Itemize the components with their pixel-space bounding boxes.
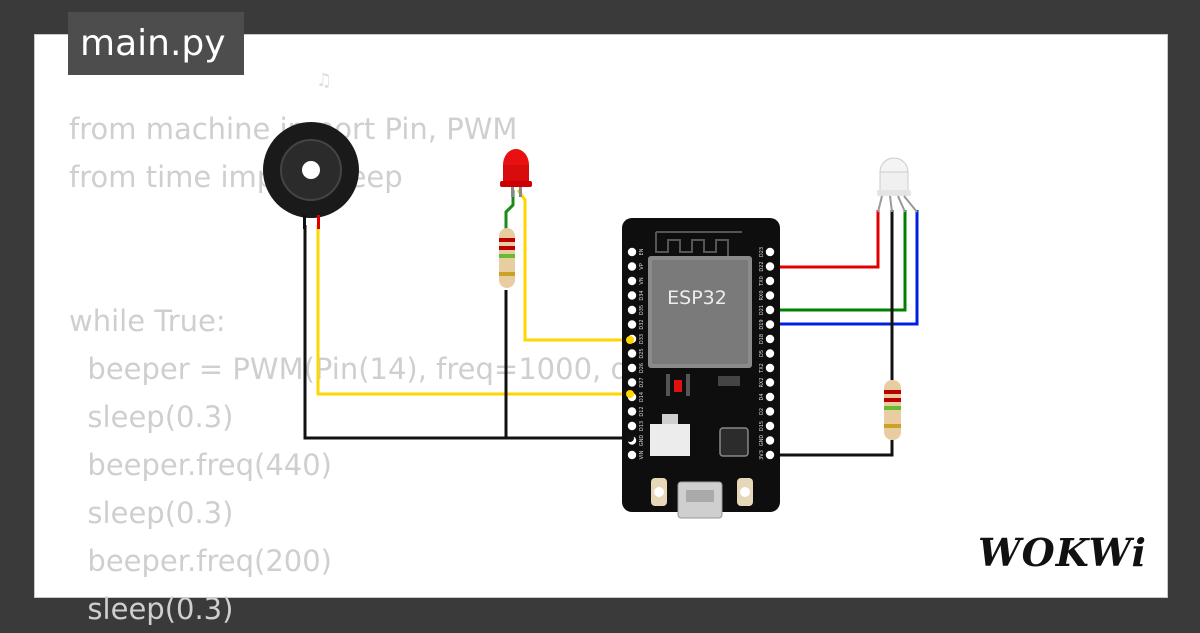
chip-label: ESP32	[667, 287, 727, 309]
pin-label: D33	[639, 334, 645, 344]
file-tab-main[interactable]: main.py	[68, 12, 244, 75]
rgb-resistor[interactable]	[884, 380, 901, 440]
pin-label: 3V3	[759, 450, 765, 460]
wire-led-signal	[516, 189, 630, 342]
pin-label: D23	[759, 247, 765, 257]
led-resistor[interactable]	[499, 228, 515, 288]
pin-hole[interactable]	[627, 320, 637, 329]
pin-label: D27	[639, 377, 645, 387]
pin-label: D4	[759, 393, 765, 400]
pin-label: D25	[639, 348, 645, 358]
pin-hole[interactable]	[627, 450, 637, 460]
pin-hole[interactable]	[765, 436, 775, 445]
wire-buzzer-signal	[316, 225, 630, 396]
pin-label: D18	[759, 334, 765, 344]
pin-hole[interactable]	[765, 305, 775, 315]
pin-hole[interactable]	[765, 247, 775, 257]
pin-hole[interactable]	[627, 305, 637, 315]
wire-rgb-red	[770, 210, 880, 269]
music-note-icon: ♫	[316, 70, 332, 91]
pin-hole[interactable]	[765, 407, 775, 416]
code-line: sleep(0.3)	[69, 496, 234, 530]
voltage-regulator	[650, 424, 690, 456]
pin-label: GND	[759, 435, 765, 447]
pin-hole[interactable]	[627, 262, 637, 271]
wire-led-leg	[504, 190, 515, 232]
pin-hole[interactable]	[765, 363, 775, 373]
pin-label: D21	[759, 305, 765, 315]
esp32-module	[648, 256, 752, 368]
red-led[interactable]	[500, 149, 532, 197]
pin-hole[interactable]	[765, 291, 775, 300]
pin-label: RX2	[759, 377, 765, 387]
pin-label: TX0	[759, 276, 765, 287]
pin-hole[interactable]	[627, 378, 637, 387]
code-line: sleep(0.3)	[69, 400, 234, 434]
pin-hole[interactable]	[765, 392, 775, 402]
pin-label: D32	[639, 319, 645, 329]
pin-hole[interactable]	[765, 334, 775, 344]
pin-label: D26	[639, 363, 645, 373]
wire-rgb-blue	[770, 210, 919, 326]
pin-hole[interactable]	[627, 349, 637, 358]
pin-hole[interactable]	[627, 291, 637, 300]
pin-hole[interactable]	[765, 421, 775, 431]
power-led	[674, 380, 682, 392]
pin-label: D5	[759, 350, 765, 357]
code-line: beeper.freq(440)	[69, 448, 332, 482]
esp32-board[interactable]: ESP32 ENVPVND34D35D32D33D25D26D27D14D12D…	[622, 218, 780, 519]
pin-label: VP	[639, 263, 645, 269]
pin-label: D19	[759, 319, 765, 329]
pin-label: D13	[639, 421, 645, 431]
wokwi-logo: WOKWi	[978, 530, 1147, 575]
pin-hole[interactable]	[765, 262, 775, 271]
pin-hole[interactable]	[765, 378, 775, 387]
wires	[303, 189, 919, 457]
pin-label: GND	[639, 435, 645, 447]
wire-rgb-gnd	[770, 440, 894, 457]
buzzer[interactable]	[263, 122, 359, 229]
pin-label: D14	[639, 392, 645, 402]
wire-buzzer-gnd	[303, 225, 630, 440]
pin-hole[interactable]	[765, 349, 775, 358]
pin-hole[interactable]	[627, 421, 637, 431]
pin-label: D2	[759, 408, 765, 415]
code-line: while True:	[69, 304, 226, 338]
pin-label: RX0	[759, 290, 765, 300]
pin-label: D34	[639, 290, 645, 300]
pin-hole[interactable]	[627, 247, 637, 257]
pin-hole[interactable]	[627, 363, 637, 373]
usb-chip	[719, 427, 749, 457]
code-line: sleep(0.3)	[69, 592, 234, 626]
pin-hole[interactable]	[627, 407, 637, 416]
code-line: beeper.freq(200)	[69, 544, 332, 578]
pin-hole[interactable]	[627, 276, 637, 286]
pin-label: TX2	[759, 363, 765, 374]
pin-hole[interactable]	[765, 276, 775, 286]
pin-label: EN	[639, 248, 645, 255]
pin-hole[interactable]	[765, 450, 775, 460]
pin-label: D22	[759, 261, 765, 271]
pin-label: D12	[639, 406, 645, 416]
pin-label: D35	[639, 305, 645, 315]
pin-label: VN	[639, 277, 645, 284]
wire-rgb-green	[770, 210, 907, 312]
rgb-led[interactable]	[877, 157, 918, 213]
pin-label: VIN	[639, 450, 645, 459]
pin-label: D15	[759, 421, 765, 431]
pin-hole[interactable]	[765, 320, 775, 329]
